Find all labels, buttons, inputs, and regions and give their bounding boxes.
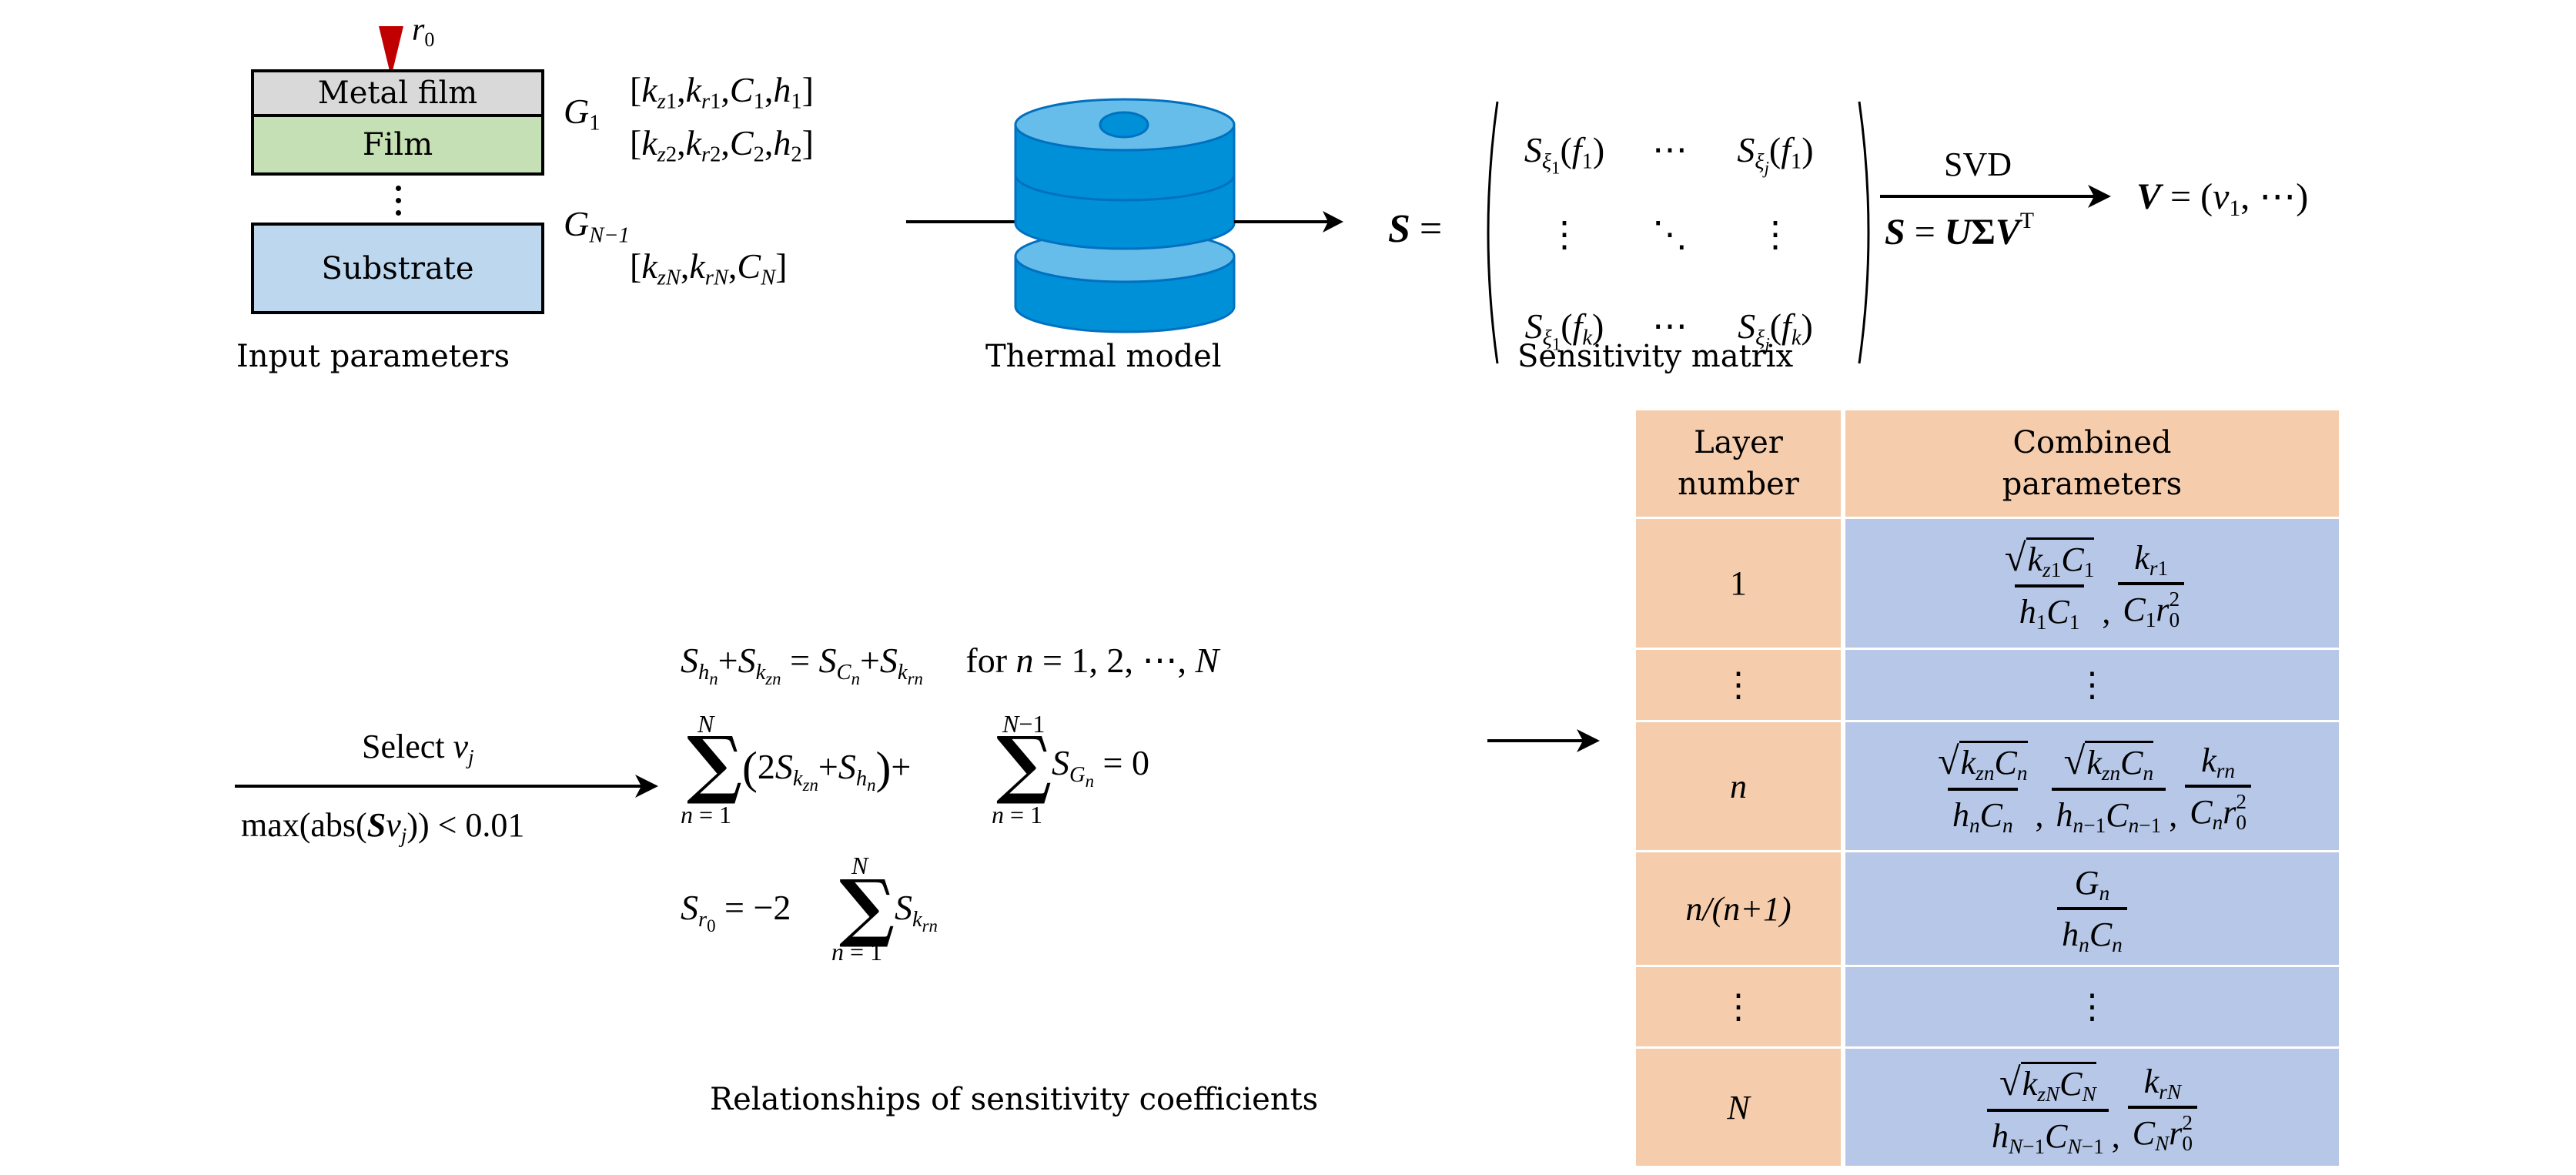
caption-sensitivity-matrix: Sensitivity matrix — [1517, 339, 1794, 374]
table-cell-layer: N — [1636, 1049, 1841, 1166]
select-vj-label: Select vj — [362, 728, 474, 769]
params-layer-n: [kzN,krN,CN] — [630, 246, 788, 290]
layer-substrate-label: Substrate — [321, 250, 474, 286]
matrix-cell-2-3: ⋮ — [1758, 215, 1793, 254]
params-layer-2: [kz2,kr2,C2,h2] — [630, 123, 814, 167]
sum-icon: ∑ — [687, 720, 743, 807]
arrow-to-table — [1487, 729, 1600, 752]
svd-arrow — [1880, 185, 2111, 208]
table-cell-layer: 1 — [1636, 519, 1841, 648]
cylinder-icon — [1014, 98, 1236, 333]
select-arrow — [235, 775, 658, 798]
layer-film: Film — [251, 114, 544, 176]
matrix-cell-3-3: Sξj(fk) — [1738, 306, 1813, 354]
matrix-cell-1-3: Sξj(f1) — [1737, 129, 1814, 178]
arrowhead-icon — [1323, 211, 1343, 233]
matrix-cell-1-1: Sξ1(f1) — [1524, 129, 1605, 178]
matrix-cell-2-2: ⋱ — [1652, 215, 1688, 254]
table-cell-params: ⋮ — [1845, 967, 2339, 1046]
relationship-equation-3: Sr0 = −2 N ∑ n = 1 Skrn — [681, 852, 938, 966]
thermal-model-diagram — [906, 98, 1343, 333]
layer-substrate: Substrate — [251, 223, 544, 314]
matrix-symbol-s: S= — [1388, 207, 1443, 251]
sum-icon: ∑ — [996, 720, 1052, 807]
matrix-cell-1-2: ⋯ — [1652, 130, 1688, 169]
table-cell-layer: ⋮ — [1636, 967, 1841, 1046]
right-singular-vectors: V = (v1, ⋯) — [2136, 176, 2309, 221]
sum-icon: ∑ — [839, 863, 895, 950]
sensitivity-matrix: Sξ1(f1) ⋯ Sξj(f1) ⋮ ⋱ ⋮ Sξ1(fk) ⋯ Sξj(fk… — [1497, 104, 1852, 358]
table-cell-layer: n — [1636, 722, 1841, 850]
interface-gn-label: GN−1 — [564, 204, 630, 248]
table-row: ⋮ ⋮ — [1636, 650, 2339, 720]
params-layer-1: [kz1,kr1,C1,h1] — [630, 70, 814, 114]
caption-relationships: Relationships of sensitivity coefficient… — [710, 1082, 1319, 1117]
svd-label: SVD — [1944, 146, 2012, 183]
matrix-cell-3-2: ⋯ — [1652, 306, 1688, 346]
matrix-brackets — [1487, 101, 1870, 364]
laser-probe-icon — [379, 26, 403, 71]
caption-thermal-model: Thermal model — [985, 339, 1222, 374]
layer-metal-film: Metal film — [251, 69, 544, 117]
table-cell-params: ⋮ — [1845, 650, 2339, 720]
layer-metal-film-label: Metal film — [317, 75, 478, 111]
table-cell-layer: n/(n+1) — [1636, 852, 1841, 965]
probe-radius-label: r0 — [412, 12, 435, 51]
relationship-equation-1: Shn+Skzn = SCn+Skrn for n = 1, 2, ⋯, N — [681, 641, 1219, 688]
table-row: ⋮ ⋮ — [1636, 967, 2339, 1046]
matrix-cell-3-1: Sξ1(fk) — [1524, 306, 1604, 354]
svd-formula: S = UΣVT — [1885, 208, 2035, 253]
layers-ellipsis — [396, 186, 401, 216]
matrix-cell-2-1: ⋮ — [1547, 215, 1582, 254]
interface-g1-label: G1 — [564, 92, 601, 136]
selection-criterion: max(abs(Svj)) < 0.01 — [241, 806, 525, 848]
relationship-equation-2: N ∑ n = 1 (2Skzn+Shn)+ N−1 ∑ n = 1 SGn =… — [681, 710, 1149, 829]
layer-film-label: Film — [362, 127, 433, 162]
caption-input-parameters: Input parameters — [236, 339, 510, 374]
table-cell-layer: ⋮ — [1636, 650, 1841, 720]
